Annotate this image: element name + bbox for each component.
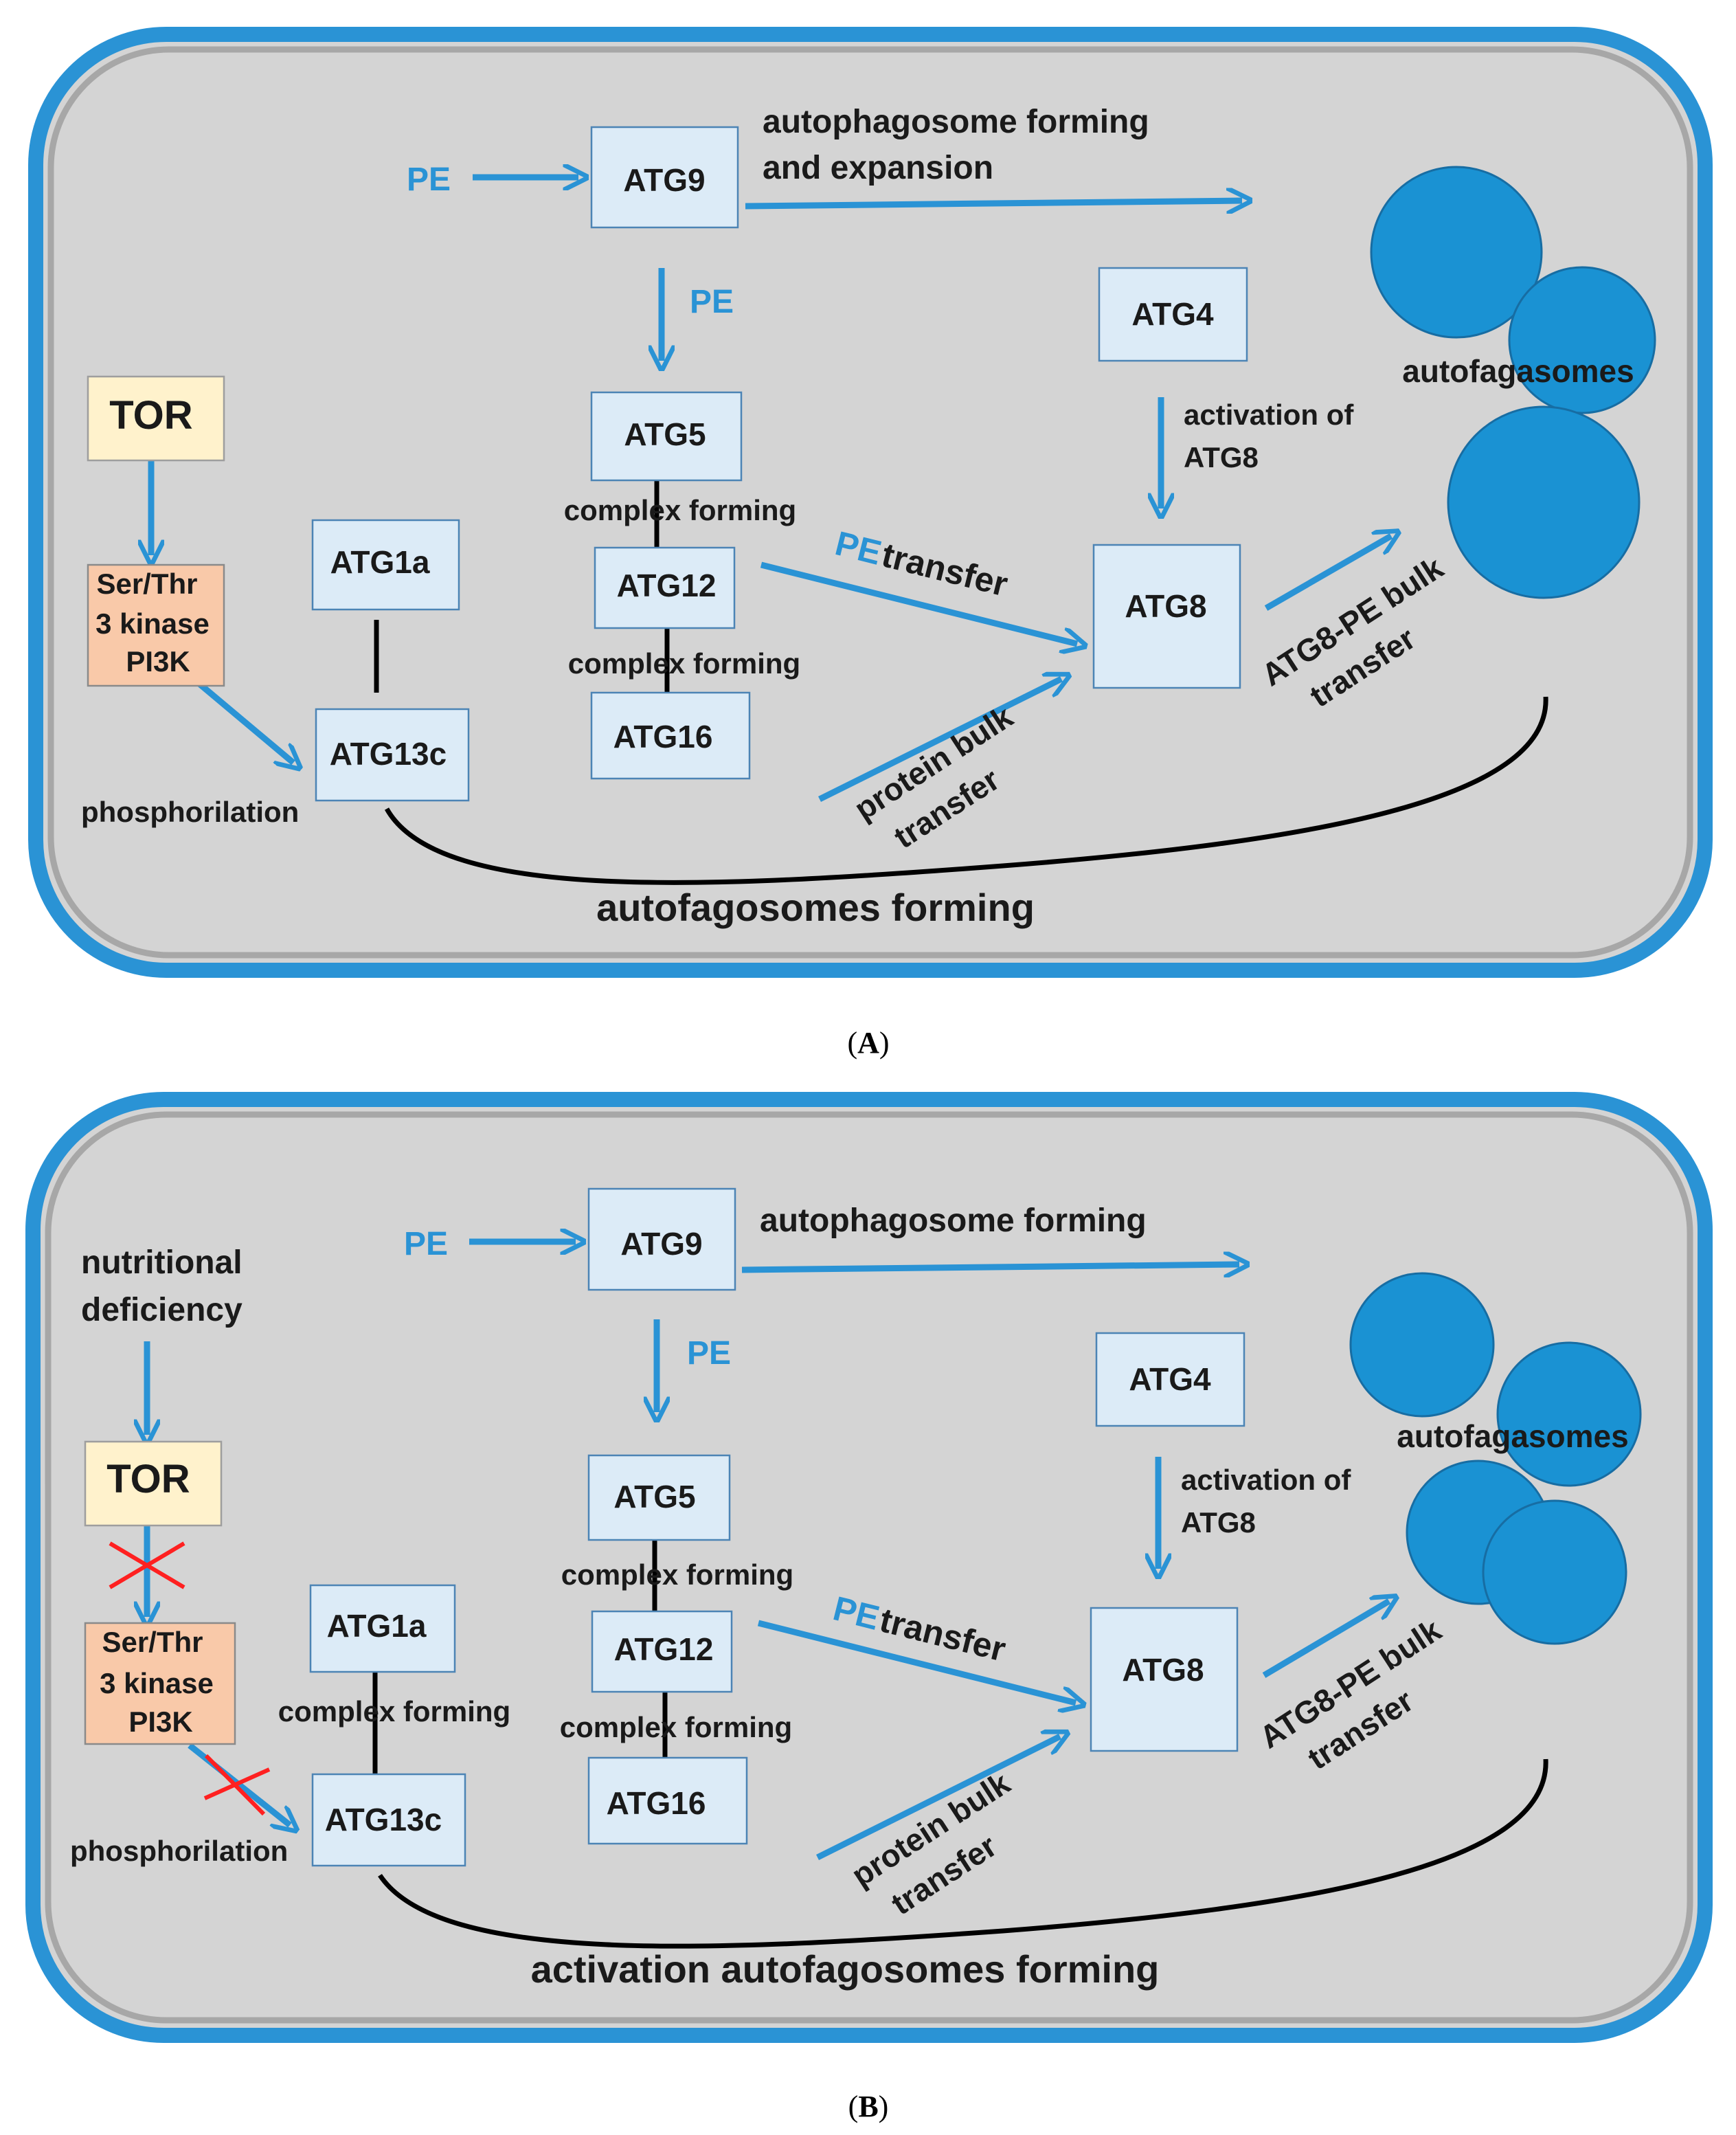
protein-bulk-arrow <box>815 1736 1060 1861</box>
atg16-box <box>587 1756 748 1845</box>
atg9-label: ATG9 <box>623 162 705 198</box>
atg13c-label: ATG13c <box>330 736 447 772</box>
pi3k-box <box>84 1622 236 1745</box>
atg4-box <box>1095 1332 1245 1427</box>
bottom-label: activation autofagosomes forming <box>531 1947 1160 1991</box>
atg16-box <box>590 691 751 780</box>
atg9-forming-arrow <box>741 1264 1239 1270</box>
activation-of-line2: ATG8 <box>1184 441 1259 473</box>
autophagosome-circle <box>1482 1499 1627 1645</box>
panel-b: ATG9 ATG4 TOR ATG5 ATG1a Ser/Thr 3 kinas… <box>25 1092 1713 2043</box>
pe-down-label: PE <box>690 284 734 320</box>
phosphorilation-label: phosphorilation <box>81 796 299 828</box>
tor-label: TOR <box>109 393 192 438</box>
atg12-label: ATG12 <box>617 568 717 603</box>
pe-down-label: PE <box>687 1335 731 1372</box>
inhibition-cross-icon <box>203 1754 271 1816</box>
atg4-box <box>1098 267 1248 362</box>
pi3k-label-line2: 3 kinase <box>100 1667 214 1699</box>
cell-inner-border <box>47 46 1693 959</box>
autofagasomes-label: autofagasomes <box>1397 1418 1628 1454</box>
atg8-box <box>1092 544 1241 689</box>
tor-box <box>87 375 225 462</box>
bottom-label: autofagosomes forming <box>596 886 1035 929</box>
autophagosome-circle <box>1447 405 1641 599</box>
atg13c-box <box>311 1773 466 1867</box>
pi3k-label-line2: 3 kinase <box>95 607 210 640</box>
complex-forming-label: complex forming <box>278 1695 510 1728</box>
pe-transfer-arrow <box>757 1620 1076 1703</box>
panel-a-caption: (A) <box>847 1026 889 1060</box>
atg9-forming-arrow <box>745 201 1242 206</box>
autophagosome-circle <box>1508 266 1656 414</box>
atg8-label: ATG8 <box>1125 588 1206 624</box>
atg9-box <box>587 1187 736 1291</box>
complex-forming-label: complex forming <box>568 647 800 680</box>
activation-of-line1: activation of <box>1181 1464 1351 1496</box>
atg4-label: ATG4 <box>1129 1361 1211 1397</box>
atg1a-box <box>309 1584 456 1673</box>
autofagosomes-forming-curve <box>384 696 1548 885</box>
pi3k-label-line1: Ser/Thr <box>96 568 197 600</box>
atg5-label: ATG5 <box>613 1479 695 1514</box>
autophagosome-circle <box>1349 1272 1495 1418</box>
autophagosome-circle <box>1496 1341 1642 1487</box>
pi3k-label-line3: PI3K <box>128 1706 192 1738</box>
autofagasomes-label: autofagasomes <box>1402 353 1634 389</box>
pi3k-label-line1: Ser/Thr <box>102 1626 203 1658</box>
atg9-label: ATG9 <box>620 1226 702 1262</box>
atg4-label: ATG4 <box>1131 296 1214 332</box>
complex-forming-label: complex forming <box>560 1711 792 1743</box>
atg9-box <box>590 126 739 229</box>
pi3k-box <box>87 563 225 687</box>
panel-a: ATG9 ATG4 TOR ATG5 ATG1a Ser/Thr 3 kinas… <box>28 27 1713 978</box>
nutritional-deficiency-line1: nutritional <box>81 1244 243 1281</box>
protein-bulk-arrow <box>818 679 1061 803</box>
atg5-box <box>590 391 743 482</box>
atg8-box <box>1090 1607 1239 1752</box>
pe-label: PE <box>407 161 451 198</box>
atg1a-box <box>311 519 460 611</box>
atg1a-label: ATG1a <box>330 544 430 580</box>
autophagosome-forming-line1: autophagosome forming <box>763 104 1149 140</box>
atg16-label: ATG16 <box>613 719 713 754</box>
nutritional-deficiency-line2: deficiency <box>81 1292 243 1328</box>
atg8-to-autophagosome-arrow <box>1264 536 1391 611</box>
autophagosome-forming-line2: and expansion <box>763 150 993 186</box>
panel-b-caption: (B) <box>848 2090 889 2123</box>
pe-transfer-arrow <box>760 561 1077 644</box>
activation-of-line1: activation of <box>1184 399 1354 431</box>
atg8-label: ATG8 <box>1122 1652 1204 1688</box>
atg1a-label: ATG1a <box>327 1608 427 1644</box>
pe-label: PE <box>404 1226 448 1262</box>
tor-label: TOR <box>106 1457 190 1501</box>
atg8-to-autophagosome-arrow <box>1262 1601 1389 1678</box>
complex-forming-label: complex forming <box>564 494 796 526</box>
atg5-box <box>587 1454 731 1541</box>
activation-of-line2: ATG8 <box>1181 1506 1256 1539</box>
pi3k-label-line3: PI3K <box>126 645 190 678</box>
autophagosome-forming-label: autophagosome forming <box>760 1203 1147 1239</box>
atg13c-box <box>315 708 470 802</box>
atg12-box <box>591 1610 733 1693</box>
autophagosome-circle <box>1370 166 1543 339</box>
cell-inner-border <box>45 1111 1693 2024</box>
tor-box <box>84 1440 223 1527</box>
pi3k-to-atg13c-arrow <box>197 681 293 763</box>
inhibition-cross-icon <box>109 1541 185 1589</box>
atg12-label: ATG12 <box>614 1631 714 1667</box>
atg16-label: ATG16 <box>607 1785 706 1821</box>
activation-autofagosomes-forming-curve <box>378 1758 1548 1949</box>
complex-forming-label: complex forming <box>561 1558 793 1591</box>
atg12-box <box>594 546 736 629</box>
atg13c-label: ATG13c <box>325 1802 442 1837</box>
phosphorilation-label: phosphorilation <box>70 1835 288 1867</box>
atg5-label: ATG5 <box>624 416 706 452</box>
